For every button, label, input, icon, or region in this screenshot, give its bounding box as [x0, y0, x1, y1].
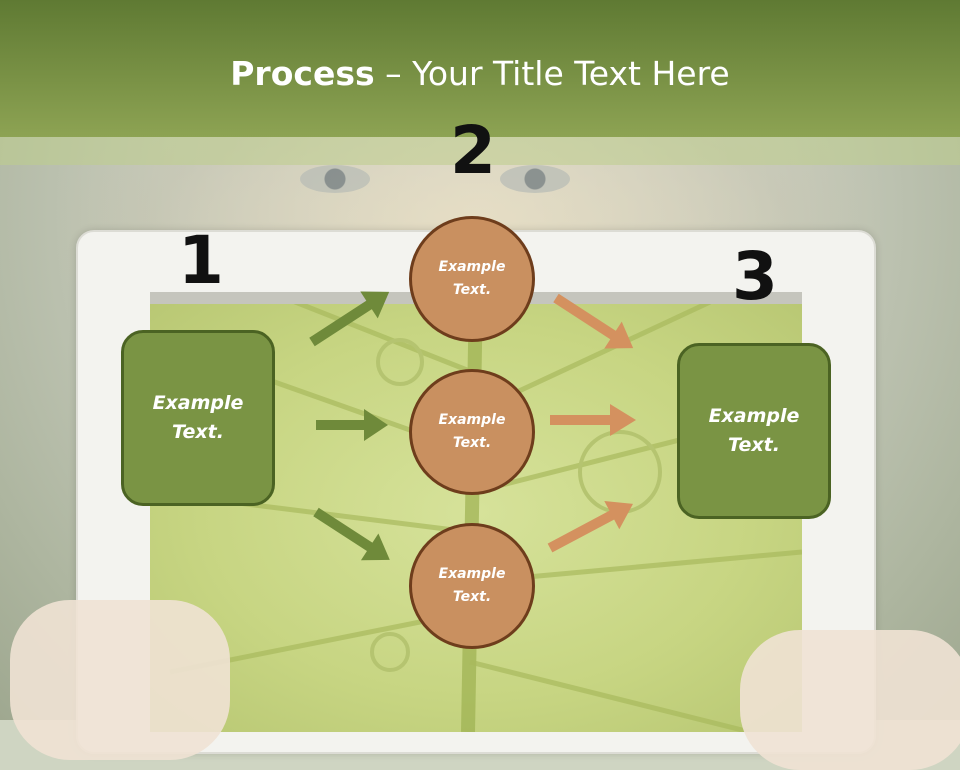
right-eye-photo [500, 165, 570, 193]
arrow-up-right-icon [547, 501, 633, 553]
arrow-down-right-icon [553, 293, 634, 349]
right-box-text: Example Text. [708, 405, 800, 456]
circle-top: Example Text. [409, 216, 535, 342]
step-number-3: 3 [732, 238, 778, 315]
circle-bottom-text: Example Text. [438, 566, 506, 605]
circle-bottom: Example Text. [409, 523, 535, 649]
right-step-box: Example Text. [677, 343, 831, 519]
flow-arrows [309, 291, 636, 561]
arrow-right-icon [316, 409, 388, 441]
left-step-box: Example Text. [121, 330, 275, 506]
arrow-right-icon [550, 404, 636, 436]
title-bar: Process – Your Title Text Here [0, 0, 960, 137]
circle-top-text: Example Text. [438, 259, 506, 298]
arrow-down-right-icon [313, 507, 390, 561]
header-strip [0, 137, 960, 165]
green-arrows [309, 291, 390, 561]
left-eye-photo [300, 165, 370, 193]
title-bold-part: Process [230, 54, 375, 93]
left-box-text: Example Text. [152, 392, 244, 443]
arrow-up-right-icon [309, 291, 390, 347]
circle-middle-text: Example Text. [438, 412, 506, 451]
title-rest-part: – Your Title Text Here [374, 54, 730, 93]
step-number-1: 1 [178, 222, 224, 299]
circle-middle: Example Text. [409, 369, 535, 495]
step-number-2: 2 [450, 112, 496, 189]
slide-title: Process – Your Title Text Here [0, 54, 960, 93]
orange-arrows [547, 293, 636, 553]
